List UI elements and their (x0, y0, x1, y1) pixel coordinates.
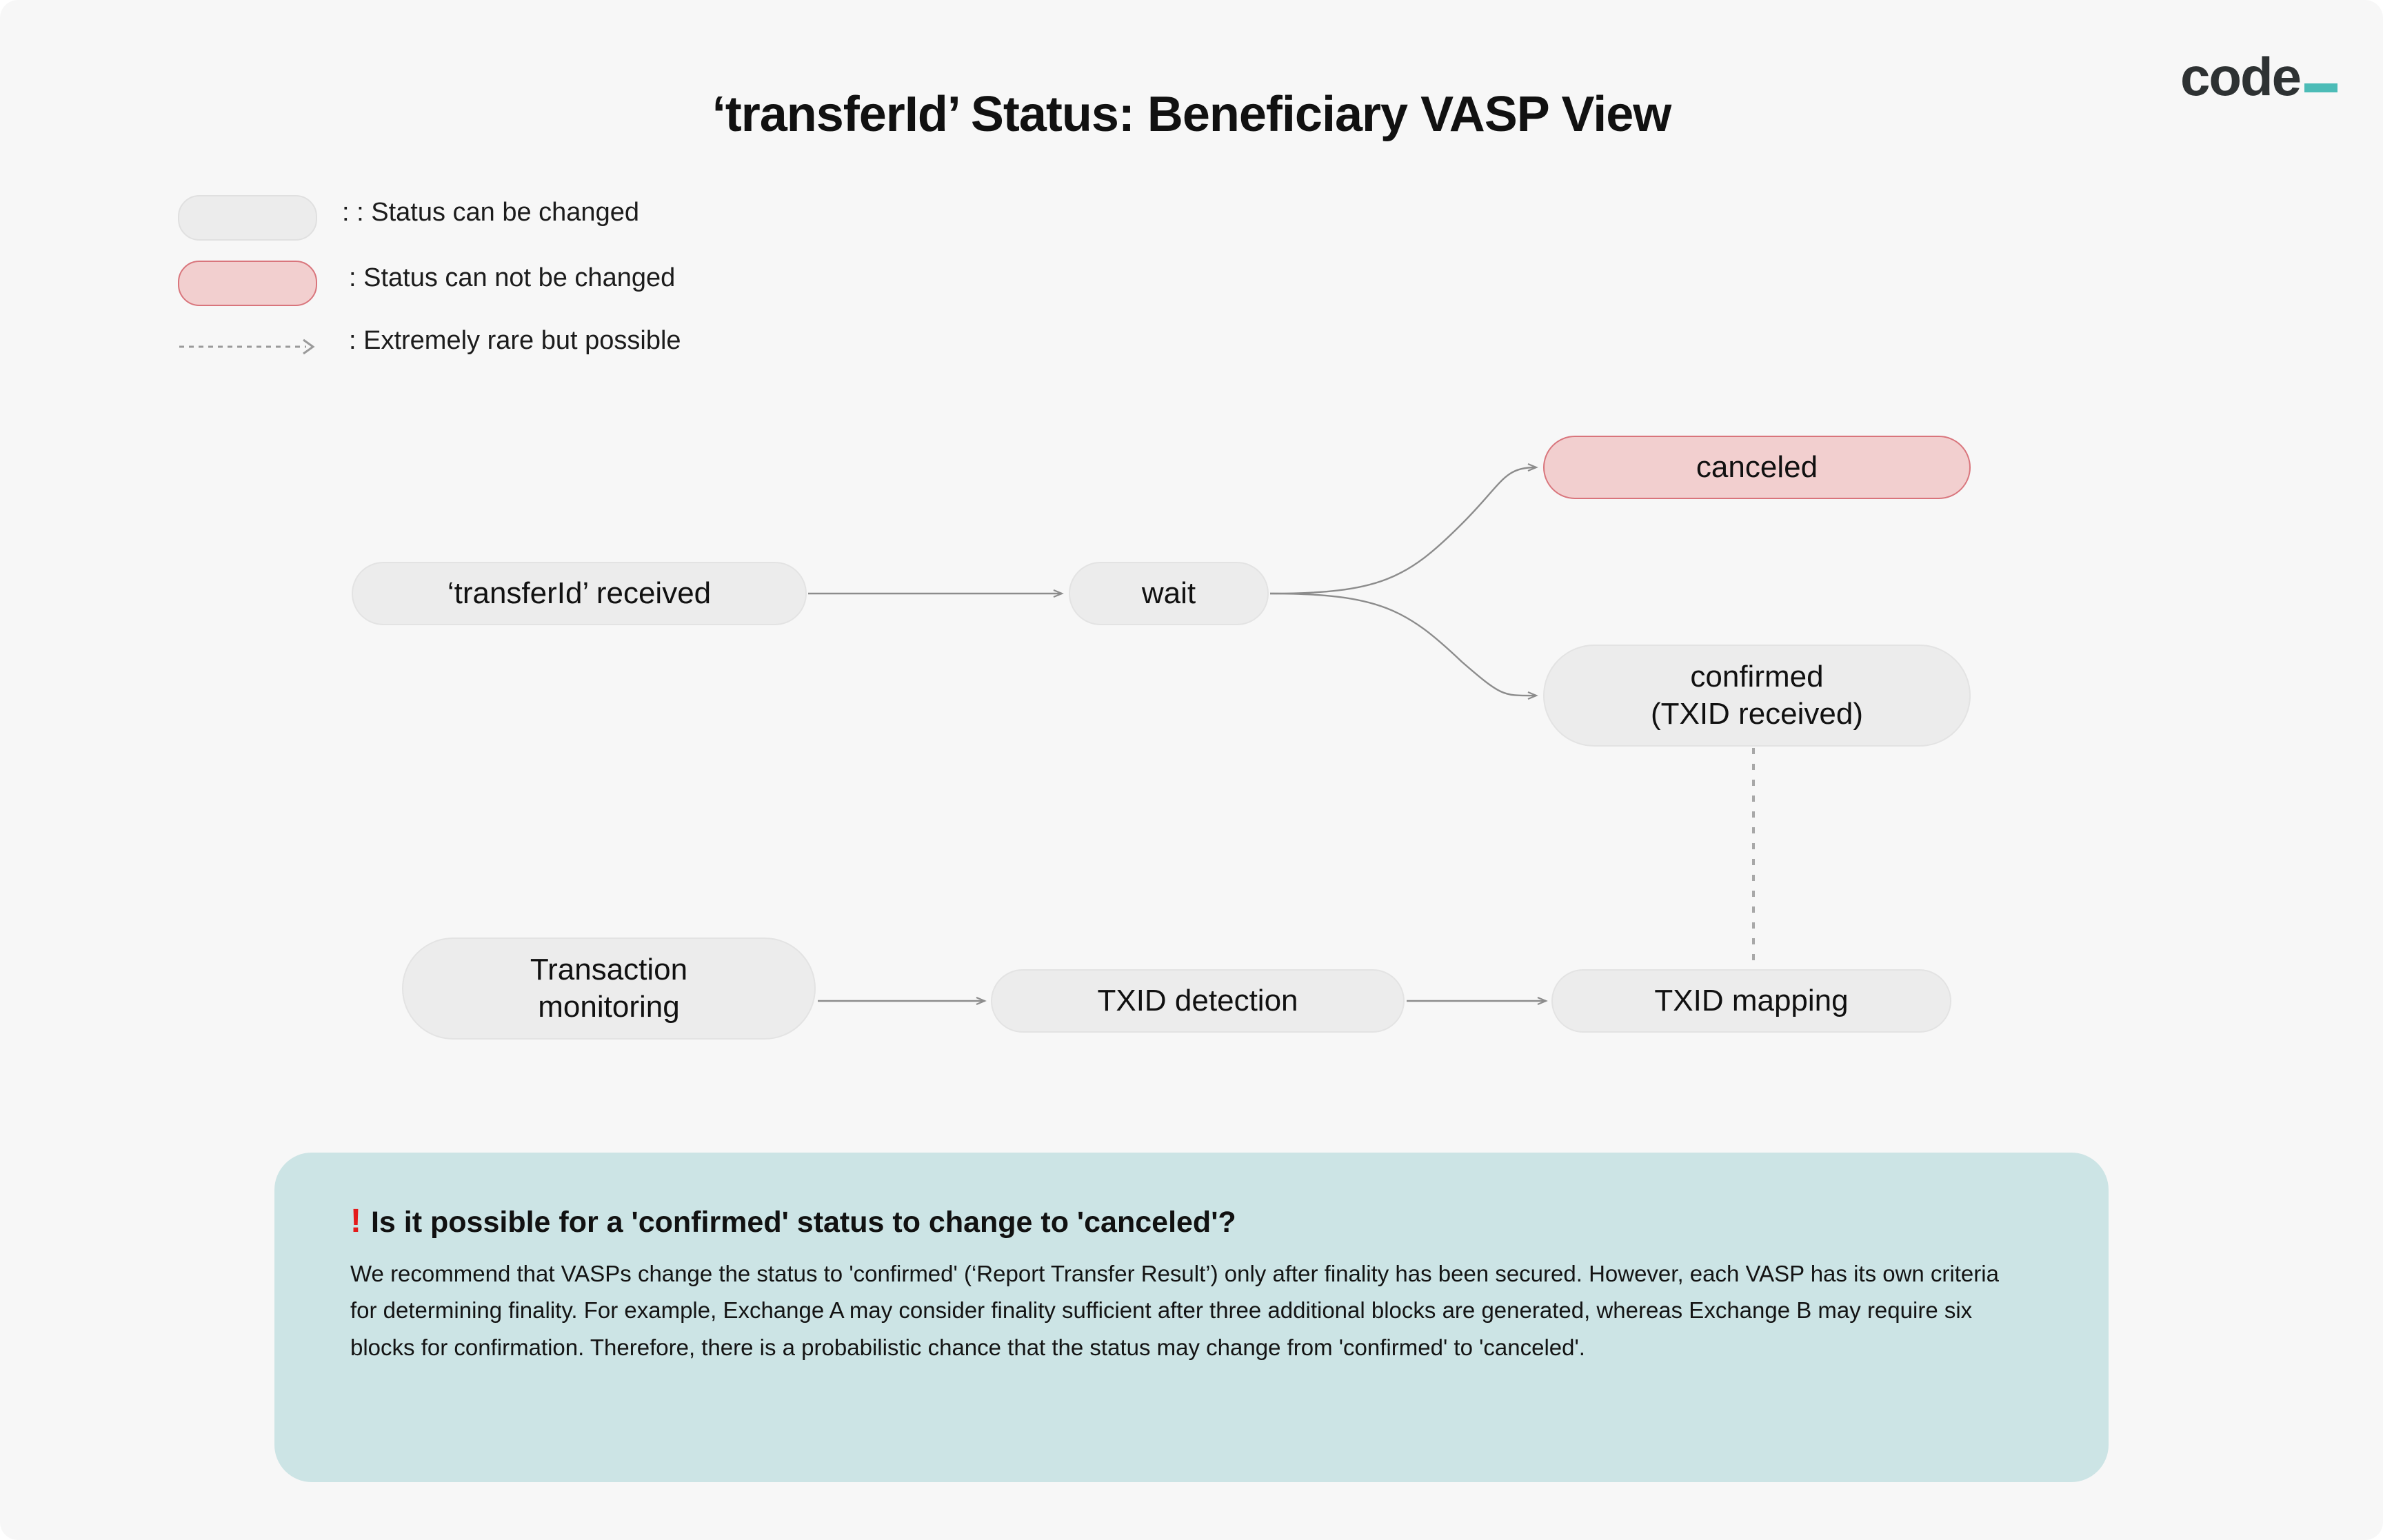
flow-node-txid-mapping[interactable]: TXID mapping (1551, 969, 1951, 1033)
edge-wait-to-canceled (1269, 467, 1536, 595)
legend-label: : : Status can be changed (342, 198, 639, 227)
info-heading-text: Is it possible for a 'confirmed' status … (370, 1206, 1236, 1239)
info-heading: ! Is it possible for a 'confirmed' statu… (350, 1202, 2033, 1240)
legend-item-status-can-be-changed: : : Status can be changed (178, 195, 1143, 261)
flow-node-transaction-monitoring[interactable]: Transaction monitoring (402, 938, 816, 1040)
legend-label: : Extremely rare but possible (349, 326, 681, 355)
logo-underscore-icon (2304, 83, 2337, 93)
logo-wordmark: code (2180, 46, 2302, 107)
flow-node-transferid-received[interactable]: ‘transferId’ received (352, 562, 807, 625)
legend-item-extremely-rare-but-possible: : Extremely rare but possible (178, 326, 1143, 392)
legend-swatch-pink-pill (178, 261, 317, 306)
edge-wait-to-confirmed (1269, 592, 1536, 696)
legend-swatch-neutral-pill (178, 195, 317, 241)
flow-node-wait[interactable]: wait (1069, 562, 1269, 625)
dotted-arrow-icon (179, 338, 315, 355)
legend-label: : Status can not be changed (349, 263, 676, 292)
flow-node-canceled[interactable]: canceled (1543, 436, 1971, 499)
flow-node-txid-detection[interactable]: TXID detection (991, 969, 1405, 1033)
code-logo: code (2180, 46, 2337, 107)
page-title: ‘transferId’ Status: Beneficiary VASP Vi… (712, 87, 1672, 142)
info-body-text: We recommend that VASPs change the statu… (350, 1261, 1999, 1360)
flow-connectors (808, 0, 1755, 1117)
exclamation-icon: ! (350, 1203, 361, 1239)
flow-node-confirmed[interactable]: confirmed (TXID received) (1543, 645, 1971, 747)
info-callout-box: ! Is it possible for a 'confirmed' statu… (274, 1153, 2109, 1482)
legend-item-status-can-not-be-changed: : Status can not be changed (178, 261, 1143, 326)
legend: : : Status can be changed : Status can n… (178, 195, 1143, 392)
